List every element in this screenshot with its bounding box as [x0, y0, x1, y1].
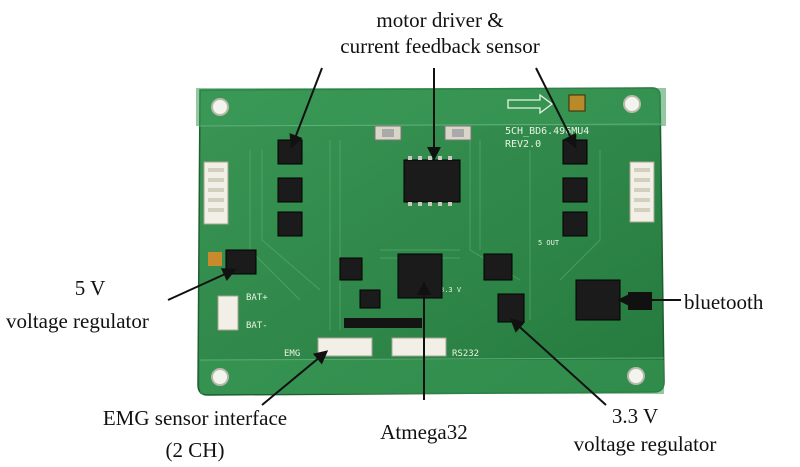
label-3v3-line2: voltage regulator [573, 432, 717, 456]
silk-emg: EMG [284, 349, 300, 359]
arrow-motor-right [535, 67, 577, 149]
arrow-motor-left [289, 67, 323, 149]
silk-board-id: 5CH_BD6.496MU4 [505, 126, 589, 137]
rs232-connector [391, 337, 447, 357]
battery-connector [217, 295, 239, 331]
arrow-5v [167, 268, 237, 301]
mounting-holes [211, 95, 645, 386]
arrow-3v3 [509, 318, 607, 406]
silk-3v3: 3.3 V [440, 286, 462, 294]
silk-revision: REV2.0 [505, 139, 541, 150]
pin-header [344, 318, 422, 328]
left-connector [203, 161, 229, 225]
label-motor-driver-line1: motor driver & [376, 8, 504, 32]
chips [225, 139, 621, 323]
label-motor-driver-line2: current feedback sensor [340, 34, 540, 58]
capacitor [208, 252, 222, 266]
emg-connector [317, 337, 373, 357]
silk-arrow [507, 93, 554, 115]
push-buttons [374, 125, 472, 141]
silk-bat-minus: BAT- [246, 321, 268, 331]
led-pad [568, 94, 586, 112]
silk-5out: 5 OUT [538, 239, 560, 247]
label-5v-line2: voltage regulator [6, 309, 149, 333]
arrow-emg [261, 350, 329, 406]
label-5v-line1: 5 V [74, 276, 106, 300]
label-atmega32: Atmega32 [380, 420, 468, 444]
silk-rs232: RS232 [452, 349, 479, 359]
label-3v3-line1: 3.3 V [611, 404, 659, 428]
pcb-top-strip [196, 88, 666, 126]
annotation-arrows [167, 67, 681, 406]
label-bluetooth: bluetooth [684, 290, 764, 314]
pcb-bottom-strip [200, 360, 664, 394]
label-emg-line1: EMG sensor interface [102, 406, 288, 430]
label-emg-line2: (2 CH) [165, 438, 225, 462]
silk-bat-plus: BAT+ [246, 293, 268, 303]
